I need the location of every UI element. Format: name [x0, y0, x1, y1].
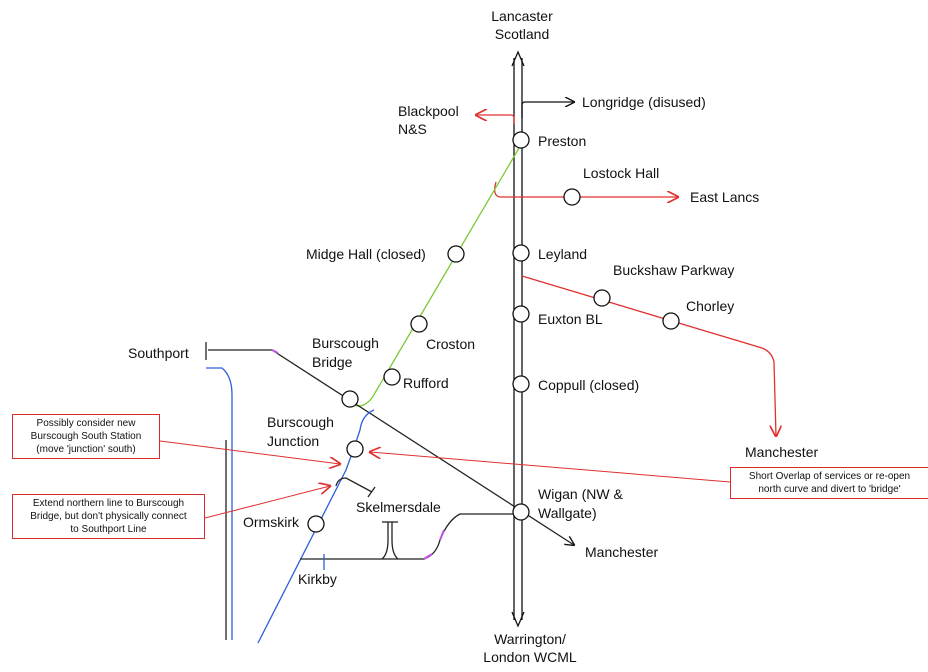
label-preston: Preston: [538, 133, 586, 149]
label-london-wcml: London WCML: [483, 649, 577, 665]
label-scotland: Scotland: [495, 26, 549, 42]
label-wigan-2: Wallgate): [538, 505, 597, 521]
note-extend-line-line-2: Bridge, but don't physically connect: [30, 511, 187, 522]
wcml-line: [511, 50, 525, 628]
station-marker-burscough-bridge[interactable]: [341, 390, 359, 408]
note-extend-line-line-1: Extend northern line to Burscough: [32, 498, 185, 509]
station-marker-croston[interactable]: [410, 315, 428, 333]
label-east-lancs: East Lancs: [690, 189, 759, 205]
station-marker-chorley[interactable]: [662, 312, 680, 330]
label-kirkby: Kirkby: [298, 571, 337, 587]
skelmersdale-junction-marker: [439, 529, 445, 541]
east-lancs-branch: [494, 181, 678, 197]
south-station-arrow: [159, 440, 340, 464]
label-longridge: Longridge (disused): [582, 94, 706, 110]
label-manchester-wigan: Manchester: [585, 544, 658, 560]
label-euxton-bl: Euxton BL: [538, 311, 603, 327]
note-overlap: Short Overlap of services or re-open nor…: [730, 467, 928, 499]
station-marker-midge-hall[interactable]: [447, 245, 465, 263]
station-marker-buckshaw-parkway[interactable]: [593, 289, 611, 307]
station-marker-rufford[interactable]: [383, 368, 401, 386]
label-skelmersdale: Skelmersdale: [356, 499, 441, 515]
label-blackpool-ns: N&S: [398, 121, 427, 137]
longridge-branch: [521, 102, 574, 118]
station-marker-wigan[interactable]: [512, 503, 530, 521]
southport-blue-line: [206, 367, 233, 640]
kirkby-wigan-line: [300, 513, 514, 560]
note-extend-line: Extend northern line to Burscough Bridge…: [12, 494, 205, 539]
label-burscough-junction-2: Junction: [267, 433, 319, 449]
label-burscough-bridge-1: Burscough: [312, 335, 379, 351]
label-burscough-bridge-2: Bridge: [312, 354, 353, 370]
label-lostock-hall: Lostock Hall: [583, 165, 659, 181]
note-south-station: Possibly consider new Burscough South St…: [12, 414, 160, 459]
station-marker-ormskirk[interactable]: [307, 515, 325, 533]
extend-line-arrow: [204, 486, 330, 519]
chorley-branch: [521, 275, 776, 436]
label-burscough-junction-1: Burscough: [267, 414, 334, 430]
label-leyland: Leyland: [538, 246, 587, 262]
overlap-arrow: [370, 452, 731, 483]
label-rufford: Rufford: [403, 375, 449, 391]
note-overlap-line-2: north curve and divert to 'bridge': [758, 484, 901, 495]
kirkby-junction-marker: [423, 553, 433, 560]
label-manchester-chorley: Manchester: [745, 444, 818, 460]
station-marker-leyland[interactable]: [512, 244, 530, 262]
note-extend-line-line-3: to Southport Line: [70, 524, 147, 535]
label-coppull: Coppull (closed): [538, 377, 639, 393]
skelmersdale-branch: [381, 522, 399, 560]
label-ormskirk: Ormskirk: [243, 514, 300, 530]
station-marker-preston[interactable]: [512, 131, 530, 149]
note-south-station-line-2: Burscough South Station: [30, 431, 142, 442]
station-marker-lostock-hall[interactable]: [563, 188, 581, 206]
label-chorley: Chorley: [686, 298, 734, 314]
label-blackpool: Blackpool: [398, 103, 459, 119]
station-marker-euxton-bl[interactable]: [512, 305, 530, 323]
note-overlap-line-1: Short Overlap of services or re-open: [748, 471, 911, 482]
station-marker-coppull[interactable]: [512, 375, 530, 393]
label-lancaster: Lancaster: [491, 8, 553, 24]
skelmersdale-stub-end: [367, 486, 376, 498]
blackpool-branch: [476, 115, 515, 124]
label-warrington: Warrington/: [494, 631, 566, 647]
note-south-station-line-3: (move 'junction' south): [36, 444, 136, 455]
label-midge-hall: Midge Hall (closed): [306, 246, 426, 262]
label-southport: Southport: [128, 345, 189, 361]
skelmersdale-stub: [335, 477, 373, 493]
label-croston: Croston: [426, 336, 475, 352]
station-marker-burscough-junction[interactable]: [346, 440, 364, 458]
junction-marker: [271, 349, 279, 354]
note-south-station-line-1: Possibly consider new: [36, 418, 136, 429]
label-buckshaw-parkway: Buckshaw Parkway: [613, 262, 734, 278]
label-wigan-1: Wigan (NW &: [538, 486, 623, 502]
